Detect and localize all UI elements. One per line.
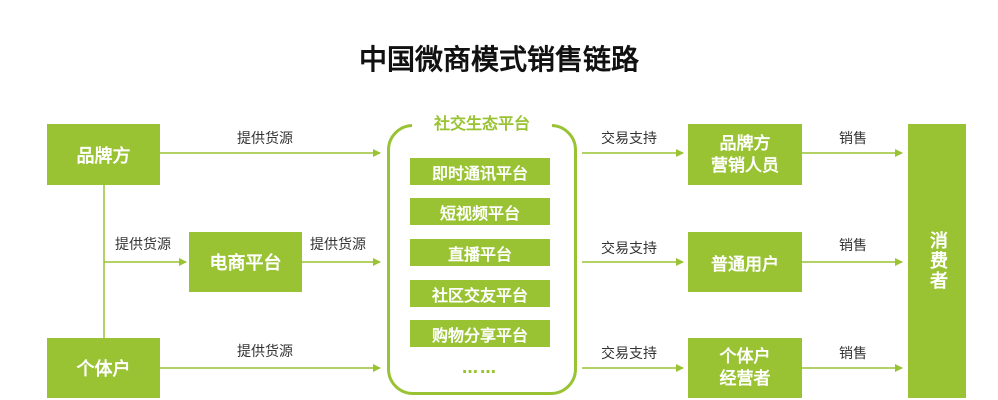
brand-box-label: 品牌方 [76, 145, 131, 167]
ecommerce-box: 电商平台 [189, 232, 302, 292]
individual-box-label: 个体户 [76, 359, 131, 380]
platform-item-short-video: 短视频平台 [410, 198, 550, 225]
label-trade-top: 交易支持 [601, 131, 657, 147]
label-sales-top: 销售 [839, 131, 867, 147]
diagram-title: 中国微商模式销售链路 [358, 43, 639, 76]
platform-item-im: 即时通讯平台 [410, 158, 550, 185]
platform-item-community: 社区交友平台 [410, 280, 550, 307]
individual-box: 个体户 [47, 338, 160, 398]
ordinary-users-box: 普通用户 [688, 232, 802, 292]
label-trade-bottom: 交易支持 [601, 346, 657, 362]
label-supply-top: 提供货源 [237, 131, 293, 147]
label-sales-mid: 销售 [839, 238, 867, 254]
label-supply-left: 提供货源 [115, 237, 171, 253]
brand-box: 品牌方 [47, 124, 160, 185]
consumer-label: 消费者 [927, 231, 948, 291]
individual-operators-box: 个体户 经营者 [688, 338, 802, 398]
label-supply-mid: 提供货源 [310, 237, 366, 253]
social-platform-title: 社交生态平台 [412, 112, 552, 136]
platform-item-shopping-share: 购物分享平台 [410, 320, 550, 347]
label-supply-bottom: 提供货源 [237, 344, 293, 360]
platform-item-live: 直播平台 [410, 239, 550, 266]
consumer-box: 消费者 [908, 124, 966, 398]
individual-operators-label: 个体户 经营者 [719, 347, 771, 389]
brand-marketers-box: 品牌方 营销人员 [688, 124, 802, 185]
platform-more: …… [462, 358, 498, 377]
ordinary-users-label: 普通用户 [711, 254, 779, 275]
ecommerce-box-label: 电商平台 [209, 253, 282, 274]
label-trade-mid: 交易支持 [601, 241, 657, 257]
label-sales-bottom: 销售 [839, 346, 867, 362]
brand-marketers-label: 品牌方 营销人员 [711, 133, 779, 176]
